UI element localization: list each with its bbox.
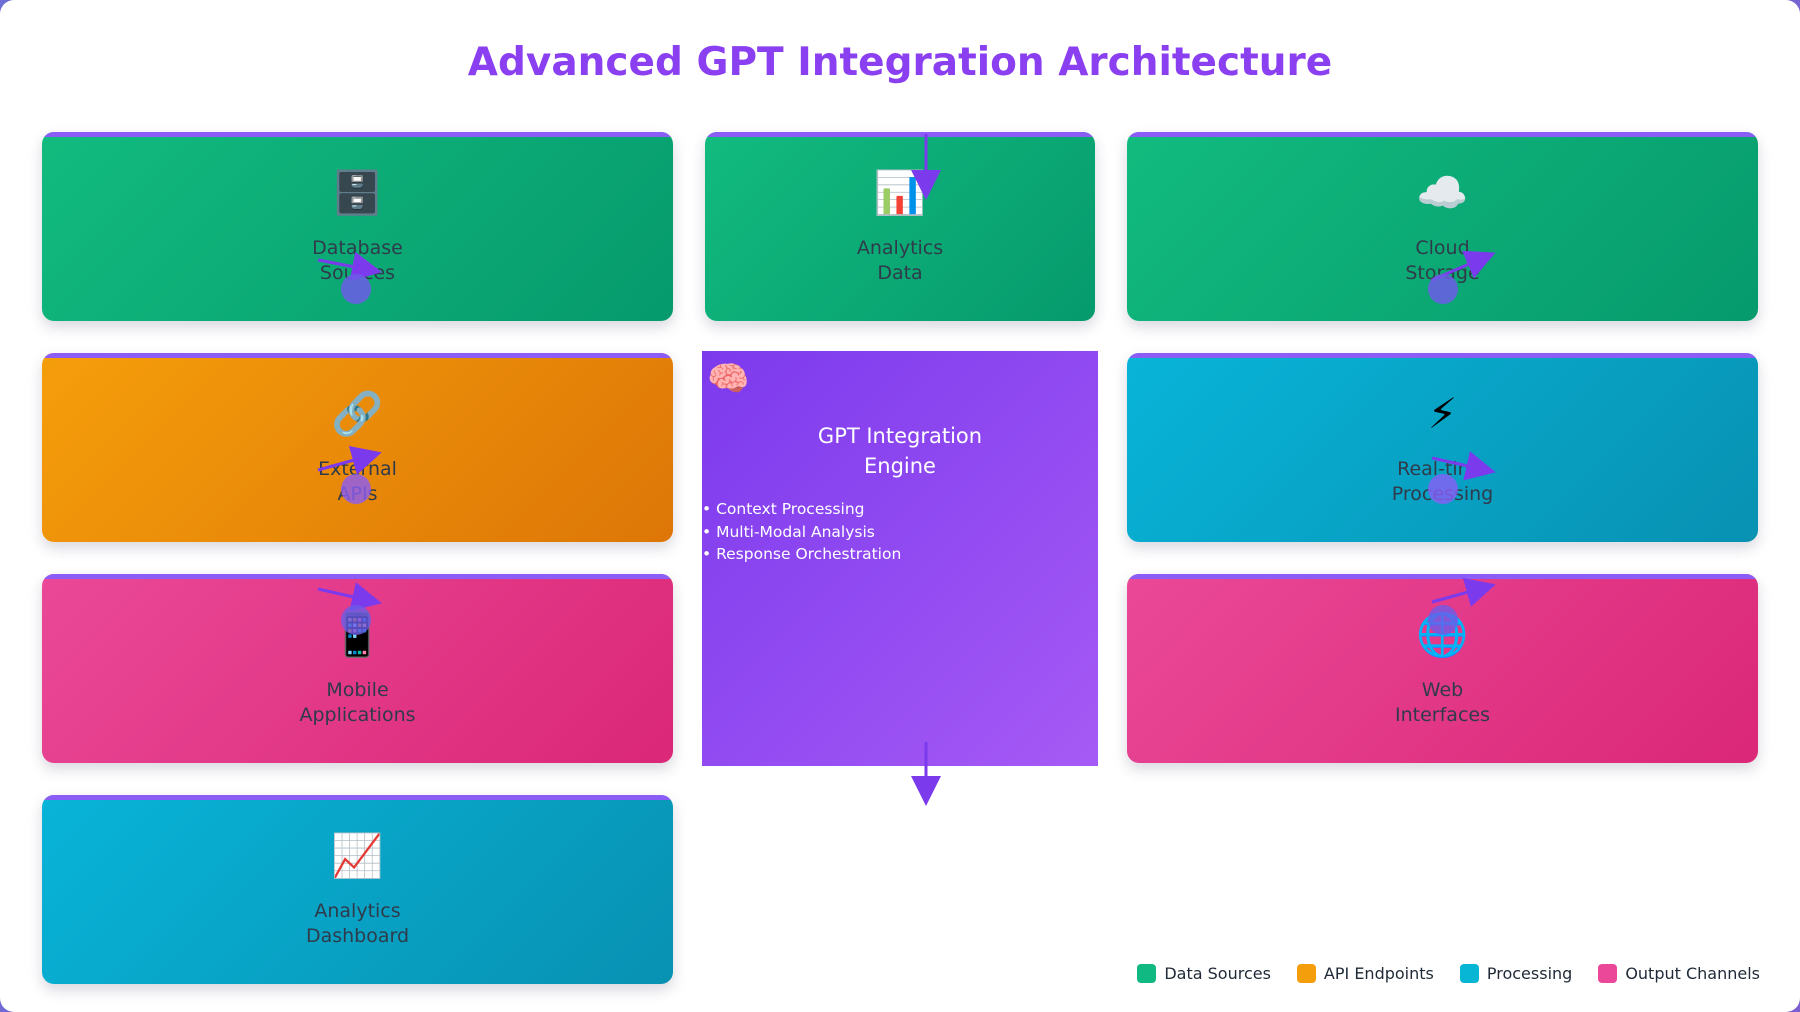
node-label: Mobile Applications bbox=[42, 678, 673, 728]
engine-title-line: Engine bbox=[864, 454, 936, 478]
node-database-sources[interactable]: 🗄️ Database Sources bbox=[42, 132, 673, 321]
node-label-line: Sources bbox=[319, 262, 396, 284]
card-accent-bar bbox=[42, 574, 673, 579]
legend-label: Processing bbox=[1486, 964, 1573, 983]
node-analytics-dashboard[interactable]: 📈 Analytics Dashboard bbox=[42, 795, 673, 984]
node-label-line: Storage bbox=[1405, 262, 1480, 284]
node-label-line: External bbox=[318, 458, 397, 480]
node-label-line: Web bbox=[1421, 679, 1464, 701]
card-accent-bar bbox=[1127, 353, 1758, 358]
node-label-line: Applications bbox=[299, 704, 416, 726]
mobile-phone-icon: 📱 bbox=[331, 610, 384, 659]
card-accent-bar bbox=[42, 132, 673, 137]
node-label: Real-time Processing bbox=[1127, 457, 1758, 507]
node-label-line: Database bbox=[312, 237, 403, 259]
legend-swatch bbox=[1296, 964, 1316, 983]
card-accent-bar bbox=[42, 795, 673, 800]
node-label: Analytics Dashboard bbox=[42, 899, 673, 949]
globe-icon: 🌐 bbox=[1416, 610, 1469, 659]
node-realtime-processing[interactable]: ⚡ Real-time Processing bbox=[1127, 353, 1758, 542]
node-label-line: Interfaces bbox=[1395, 704, 1490, 726]
legend-swatch bbox=[1459, 964, 1479, 983]
engine-feature: • Response Orchestration bbox=[702, 545, 902, 563]
node-cloud-storage[interactable]: ☁️ Cloud Storage bbox=[1127, 132, 1758, 321]
legend-label: API Endpoints bbox=[1323, 964, 1434, 983]
node-label-line: Analytics bbox=[314, 900, 401, 922]
node-label-line: APIs bbox=[337, 483, 378, 505]
engine-feature: • Context Processing bbox=[702, 500, 865, 518]
node-external-apis[interactable]: 🔗 External APIs bbox=[42, 353, 673, 542]
card-accent-bar bbox=[705, 132, 1095, 137]
card-accent-bar bbox=[42, 353, 673, 358]
node-mobile-applications[interactable]: 📱 Mobile Applications bbox=[42, 574, 673, 763]
node-label-line: Dashboard bbox=[305, 925, 410, 947]
legend-swatch bbox=[1137, 964, 1157, 983]
gpt-integration-engine[interactable]: 🧠 GPT Integration Engine • Context Proce… bbox=[702, 351, 1098, 766]
node-label: Database Sources bbox=[42, 236, 673, 286]
legend-item-data-sources: Data Sources bbox=[1137, 964, 1271, 983]
legend-item-api-endpoints: API Endpoints bbox=[1296, 964, 1434, 983]
lightning-icon: ⚡ bbox=[1427, 389, 1458, 438]
link-icon: 🔗 bbox=[331, 389, 384, 438]
node-label-line: Cloud bbox=[1415, 237, 1470, 259]
node-label-line: Processing bbox=[1391, 483, 1494, 505]
node-label-line: Data bbox=[877, 262, 923, 284]
card-accent-bar bbox=[1127, 574, 1758, 579]
page-title: Advanced GPT Integration Architecture bbox=[467, 40, 1333, 85]
node-web-interfaces[interactable]: 🌐 Web Interfaces bbox=[1127, 574, 1758, 763]
legend-item-output-channels: Output Channels bbox=[1598, 964, 1760, 983]
node-label: Analytics Data bbox=[705, 236, 1095, 286]
legend-label: Data Sources bbox=[1164, 964, 1271, 983]
legend-item-processing: Processing bbox=[1459, 964, 1573, 983]
file-cabinet-icon: 🗄️ bbox=[331, 168, 384, 217]
node-label-line: Analytics bbox=[856, 237, 944, 259]
node-label: Web Interfaces bbox=[1127, 678, 1758, 728]
trend-chart-icon: 📈 bbox=[331, 831, 384, 880]
engine-feature-list: • Context Processing • Multi-Modal Analy… bbox=[702, 498, 901, 566]
node-analytics-data[interactable]: 📊 Analytics Data bbox=[705, 132, 1095, 321]
node-label-line: Mobile bbox=[326, 679, 389, 701]
engine-feature: • Multi-Modal Analysis bbox=[702, 522, 875, 541]
cloud-icon: ☁️ bbox=[1416, 168, 1469, 217]
legend-label: Output Channels bbox=[1625, 964, 1760, 983]
node-label: External APIs bbox=[42, 457, 673, 507]
legend-swatch bbox=[1598, 964, 1618, 983]
legend: Data Sources API Endpoints Processing Ou… bbox=[1137, 964, 1760, 983]
node-label-line: Real-time bbox=[1397, 458, 1488, 480]
node-label: Cloud Storage bbox=[1127, 236, 1758, 286]
bar-chart-icon: 📊 bbox=[873, 168, 927, 217]
card-accent-bar bbox=[1127, 132, 1758, 137]
brain-icon: 🧠 bbox=[707, 359, 750, 399]
engine-title: GPT Integration Engine bbox=[702, 421, 1098, 481]
engine-title-line: GPT Integration bbox=[817, 424, 983, 448]
